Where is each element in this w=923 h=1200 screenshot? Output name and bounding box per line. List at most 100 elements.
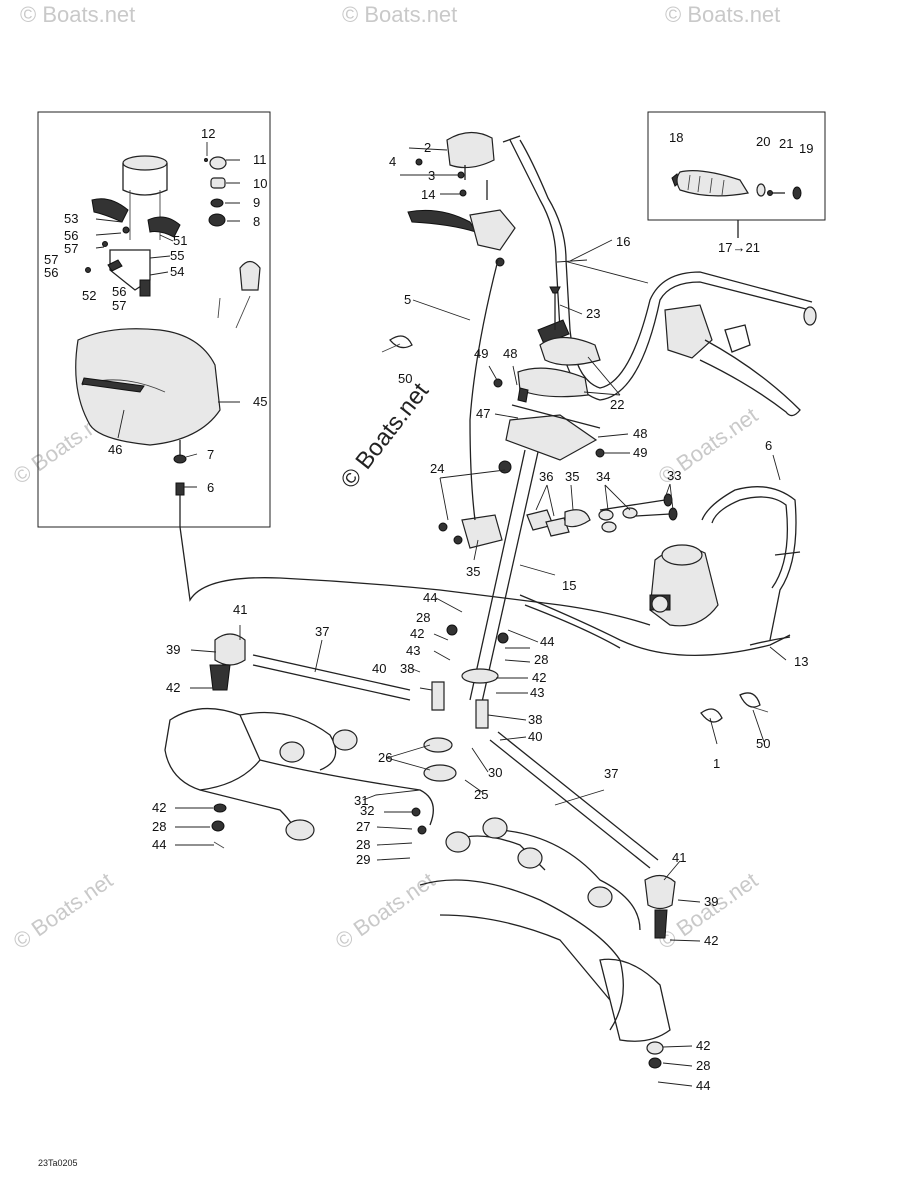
callout-3: 3 [428, 168, 435, 183]
callout-55: 55 [170, 248, 184, 263]
callout-47: 47 [476, 406, 490, 421]
callout-44: 44 [423, 590, 437, 605]
steering-linkage [164, 624, 676, 1069]
callout-57: 57 [44, 252, 58, 267]
callout-11: 11 [253, 152, 267, 167]
callout-1: 1 [713, 756, 720, 771]
diagram-code: 23Ta0205 [38, 1158, 78, 1168]
callout-38: 38 [400, 661, 414, 676]
callout-34: 34 [596, 469, 610, 484]
callout-44: 44 [696, 1078, 710, 1093]
callout-42: 42 [166, 680, 180, 695]
grip-assembly [671, 170, 802, 238]
callout-10: 10 [253, 176, 267, 191]
callout-23: 23 [586, 306, 600, 321]
callout-53: 53 [64, 211, 78, 226]
carburetor-assembly [179, 486, 801, 723]
callout-9: 9 [253, 195, 260, 210]
callout-31: 31 [354, 793, 368, 808]
callout-54: 54 [170, 264, 184, 279]
callout-25: 25 [474, 787, 488, 802]
callout-30: 30 [488, 765, 502, 780]
callout-36: 36 [539, 469, 553, 484]
callout-44: 44 [540, 634, 554, 649]
callout-19: 19 [799, 141, 813, 156]
callout-40: 40 [372, 661, 386, 676]
callout-14: 14 [421, 187, 435, 202]
callout-35: 35 [565, 469, 579, 484]
callout-42: 42 [696, 1038, 710, 1053]
callout-24: 24 [430, 461, 444, 476]
callout-56: 56 [44, 265, 58, 280]
callout-39: 39 [166, 642, 180, 657]
callout-2: 2 [424, 140, 431, 155]
callout-28: 28 [416, 610, 430, 625]
grip-inset-frame [647, 111, 826, 221]
callout-33: 33 [667, 468, 681, 483]
callout-56: 56 [112, 284, 126, 299]
callout-52: 52 [82, 288, 96, 303]
callout-27: 27 [356, 819, 370, 834]
callout-42: 42 [152, 800, 166, 815]
callout-39: 39 [704, 894, 718, 909]
callout-41: 41 [233, 602, 247, 617]
callout-29: 29 [356, 852, 370, 867]
callout-13: 13 [794, 654, 808, 669]
leader-lines [95, 142, 787, 1087]
callout-21: 21 [779, 136, 793, 151]
callout-6: 6 [207, 480, 214, 495]
callout-40: 40 [528, 729, 542, 744]
callout-4: 4 [389, 154, 396, 169]
callout-7: 7 [207, 447, 214, 462]
callout-32: 32 [360, 803, 374, 818]
callout-41: 41 [672, 850, 686, 865]
callout-labels: 12 11 10 9 8 53 56 57 57 56 52 56 57 51 … [44, 126, 813, 1093]
callout-49: 49 [474, 346, 488, 361]
callout-26: 26 [378, 750, 392, 765]
callout-43: 43 [530, 685, 544, 700]
callout-12: 12 [201, 126, 215, 141]
callout-8: 8 [253, 214, 260, 229]
callout-50: 50 [756, 736, 770, 751]
callout-5: 5 [404, 292, 411, 307]
callout-50: 50 [398, 371, 412, 386]
callout-17-21: 17→21 [718, 240, 760, 255]
callout-46: 46 [108, 442, 122, 457]
callout-45: 45 [253, 394, 267, 409]
callout-28: 28 [534, 652, 548, 667]
callout-37: 37 [315, 624, 329, 639]
callout-20: 20 [756, 134, 770, 149]
callout-16: 16 [616, 234, 630, 249]
handlebar-assembly [381, 131, 817, 703]
watermark: © Boats.net [665, 2, 780, 27]
callout-6: 6 [765, 438, 772, 453]
throttle-housing-assembly [75, 155, 261, 527]
watermark: © Boats.net [342, 2, 457, 27]
callout-48: 48 [633, 426, 647, 441]
callout-28: 28 [696, 1058, 710, 1073]
watermark: © Boats.net [331, 867, 440, 954]
callout-42: 42 [532, 670, 546, 685]
throttle-inset-frame [37, 111, 271, 528]
callout-28: 28 [152, 819, 166, 834]
watermark-main: © Boats.net [335, 378, 434, 494]
watermark-group: © Boats.net © Boats.net © Boats.net © Bo… [9, 2, 781, 954]
callout-44: 44 [152, 837, 166, 852]
callout-15: 15 [562, 578, 576, 593]
callout-28: 28 [356, 837, 370, 852]
callout-42: 42 [410, 626, 424, 641]
callout-18: 18 [669, 130, 683, 145]
callout-51: 51 [173, 233, 187, 248]
callout-22: 22 [610, 397, 624, 412]
watermark: © Boats.net [9, 867, 118, 954]
watermark: © Boats.net [20, 2, 135, 27]
callout-57: 57 [64, 241, 78, 256]
callout-35: 35 [466, 564, 480, 579]
callout-42: 42 [704, 933, 718, 948]
callout-56: 56 [64, 228, 78, 243]
callout-49: 49 [633, 445, 647, 460]
callout-37: 37 [604, 766, 618, 781]
callout-57: 57 [112, 298, 126, 313]
callout-38: 38 [528, 712, 542, 727]
